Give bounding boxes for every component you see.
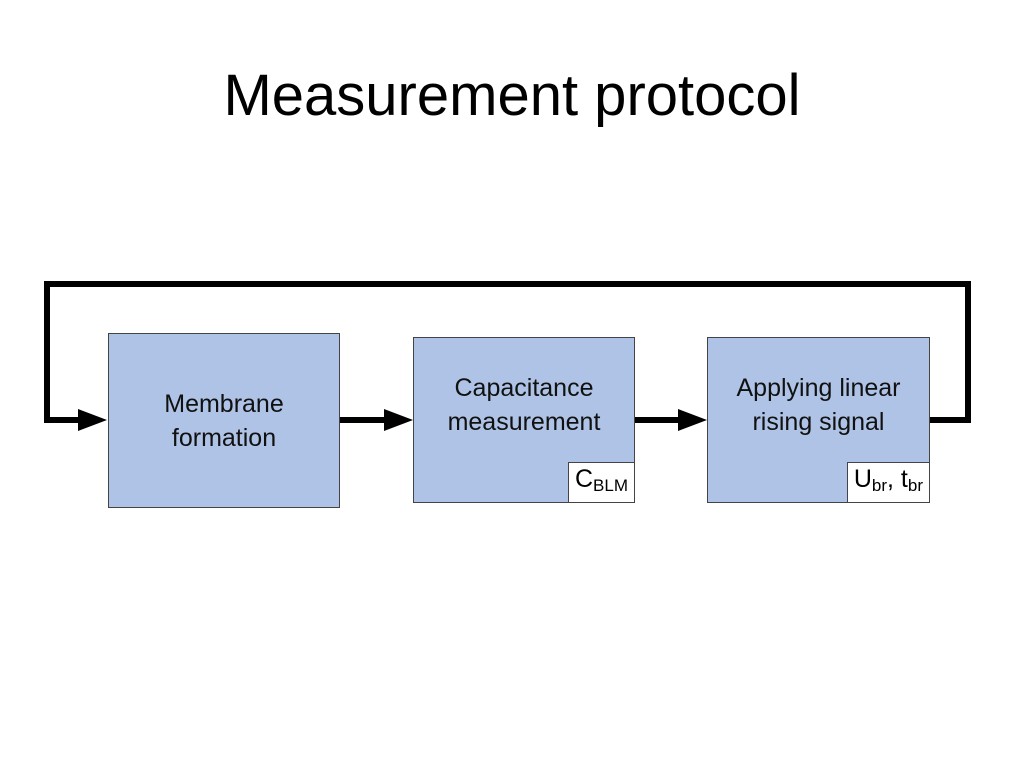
box-label-line: measurement xyxy=(447,408,601,436)
feedback-loop-arrowhead xyxy=(78,409,107,431)
capacitance-output-tag: CBLM xyxy=(567,462,635,503)
breakdown-output-tag: Ubr, tbr xyxy=(846,462,930,503)
box-label-line: Applying linear xyxy=(736,374,901,402)
output-symbol: t xyxy=(900,465,908,493)
box-label-line: rising signal xyxy=(752,408,885,436)
box-label-line: Capacitance xyxy=(454,374,594,402)
linear-signal-label: Applying linear rising signal xyxy=(708,371,929,439)
output-symbol: C xyxy=(574,465,594,493)
capacitance-measurement-box: Capacitance measurement CBLM xyxy=(413,337,635,503)
linear-signal-box: Applying linear rising signal Ubr, tbr xyxy=(707,337,930,503)
arrow-membrane-to-capacitance-head xyxy=(384,409,413,431)
output-subscript: br xyxy=(907,476,923,495)
capacitance-measurement-label: Capacitance measurement xyxy=(414,371,634,439)
feedback-loop-line xyxy=(44,281,971,423)
membrane-formation-label: Membrane formation xyxy=(109,387,339,455)
box-label-line: Membrane xyxy=(164,389,284,418)
output-symbol: U xyxy=(853,465,872,493)
membrane-formation-box: Membrane formation xyxy=(108,333,340,508)
arrow-capacitance-to-signal-head xyxy=(678,409,707,431)
box-label-line: formation xyxy=(171,423,277,452)
output-subscript: br xyxy=(871,476,888,495)
output-subscript: BLM xyxy=(593,476,628,495)
slide-title: Measurement protocol xyxy=(223,63,801,128)
output-separator: , xyxy=(887,465,901,493)
